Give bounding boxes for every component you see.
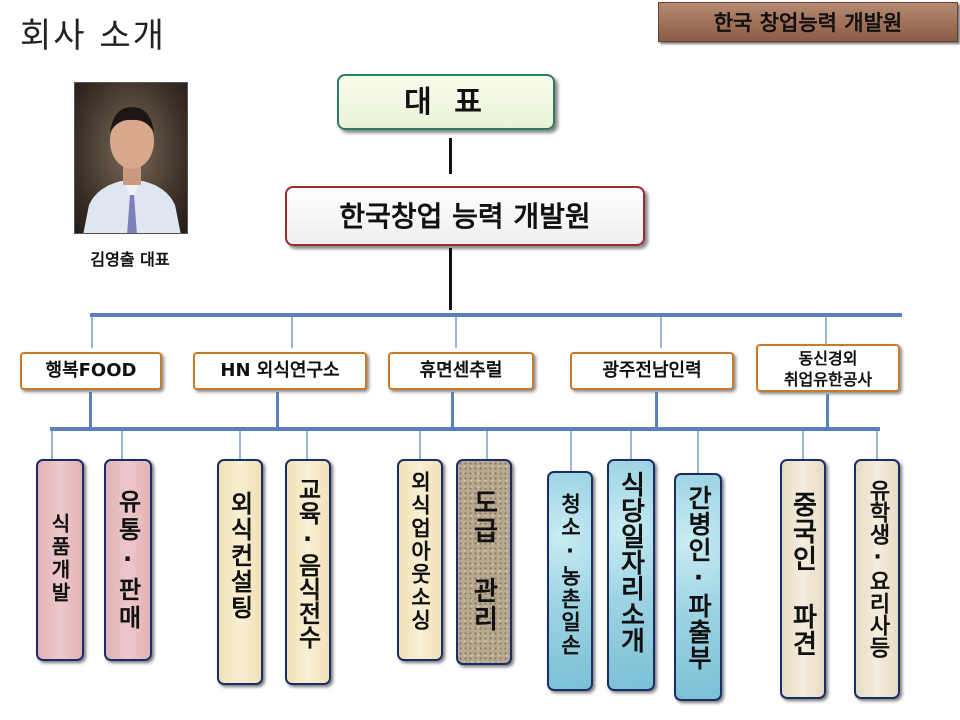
connector-drop-4 <box>660 317 662 348</box>
connector-drop-3 <box>455 317 457 348</box>
unit-box: 식당일자리소개 <box>607 459 655 691</box>
department-box: 행복FOOD <box>20 352 162 390</box>
connector-drop-5 <box>825 317 827 348</box>
unit-box: 유학생·요리사등 <box>854 459 900 699</box>
connector-drop-1 <box>91 317 93 348</box>
profile-caption: 김영출 대표 <box>90 250 170 269</box>
connector-ceo-root <box>449 138 452 174</box>
unit-box: 교육·음식전수 <box>285 459 331 685</box>
connector-unit-drop <box>239 431 241 459</box>
unit-label: 중국인 파견 <box>787 491 818 657</box>
department-label: 광주전남인력 <box>602 360 702 381</box>
connector-unit-drop <box>419 431 421 459</box>
department-label-line-1: 동신경외 <box>798 349 858 368</box>
unit-box: 유통·판매 <box>104 459 152 661</box>
department-box: 광주전남인력 <box>570 352 734 390</box>
connector-root-bus <box>449 248 452 310</box>
connector-unit-drop <box>697 431 699 473</box>
unit-label: 간병인·파출부 <box>684 485 713 671</box>
connector-unit-drop <box>570 431 572 471</box>
unit-box: 간병인·파출부 <box>674 473 722 701</box>
connector-unit-drop <box>51 431 53 459</box>
unit-box: 도급 관리 <box>456 459 512 665</box>
connector-unit-drop <box>306 431 308 459</box>
connector-unit-drop <box>486 431 488 459</box>
unit-label: 외식컨설팅 <box>225 491 254 621</box>
unit-label: 식당일자리소개 <box>615 471 646 653</box>
department-bus <box>90 313 902 317</box>
connector-unit-drop <box>630 431 632 459</box>
department-box: HN 외식연구소 <box>193 352 367 390</box>
unit-box: 외식컨설팅 <box>217 459 263 685</box>
brand-badge: 한국 창업능력 개발원 <box>658 2 958 42</box>
connector-drop-2 <box>291 317 293 348</box>
department-box: 휴면센추럴 <box>388 352 534 390</box>
unit-label: 식품개발 <box>47 513 72 605</box>
connector-dept-2 <box>276 392 279 427</box>
page-title: 회사 소개 <box>20 16 166 56</box>
department-label: 행복FOOD <box>45 360 137 381</box>
unit-box: 청소·농촌일손 <box>547 471 593 691</box>
department-label: HN 외식연구소 <box>220 360 340 381</box>
unit-bus <box>50 427 880 431</box>
profile-photo <box>74 82 188 234</box>
root-org-box: 한국창업 능력 개발원 <box>285 186 645 246</box>
connector-dept-3 <box>451 392 454 427</box>
connector-dept-5 <box>826 394 829 427</box>
department-label-line-2: 취업유한공사 <box>783 370 873 389</box>
unit-label: 유통·판매 <box>113 489 142 633</box>
unit-label: 유학생·요리사등 <box>865 479 890 658</box>
unit-box: 식품개발 <box>36 459 84 661</box>
department-label: 휴면센추럴 <box>419 360 503 381</box>
connector-unit-drop <box>802 431 804 459</box>
unit-box: 외식업아웃소싱 <box>397 459 443 661</box>
department-box: 동신경외 취업유한공사 <box>756 344 900 392</box>
connector-unit-drop <box>876 431 878 459</box>
connector-dept-1 <box>89 392 92 427</box>
unit-label: 교육·음식전수 <box>293 477 322 649</box>
unit-label: 청소·농촌일손 <box>558 493 582 657</box>
unit-label: 외식업아웃소싱 <box>408 471 432 632</box>
connector-dept-4 <box>655 392 658 427</box>
unit-label: 도급 관리 <box>468 489 499 633</box>
unit-box: 중국인 파견 <box>780 459 826 699</box>
connector-unit-drop <box>121 431 123 459</box>
ceo-box: 대 표 <box>337 74 555 130</box>
